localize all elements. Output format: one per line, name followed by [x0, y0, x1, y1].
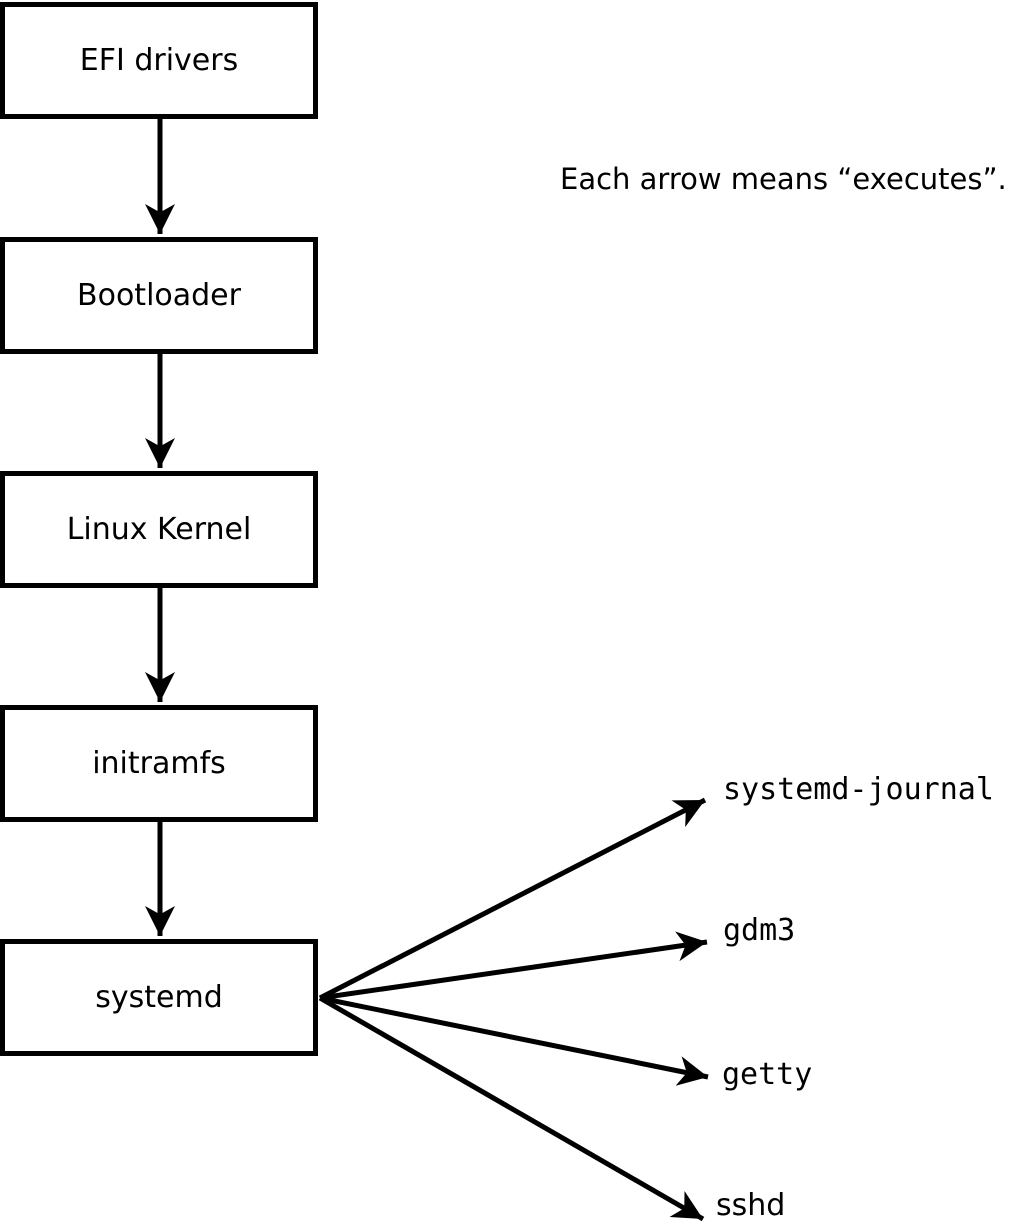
- label-gdm3: gdm3: [723, 913, 796, 948]
- arrow-systemd-to-sshd: [318, 995, 705, 1222]
- node-bootloader-label: Bootloader: [77, 278, 241, 313]
- label-getty: getty: [722, 1057, 813, 1092]
- node-systemd: systemd: [0, 939, 318, 1056]
- node-systemd-label: systemd: [95, 980, 223, 1015]
- node-efi-drivers: EFI drivers: [0, 2, 318, 119]
- node-initramfs: initramfs: [0, 705, 318, 822]
- node-efi-drivers-label: EFI drivers: [79, 43, 239, 78]
- annotation-text: Each arrow means “executes”.: [560, 162, 1007, 196]
- node-linux-kernel: Linux Kernel: [0, 471, 318, 588]
- arrow-systemd-to-journal: [318, 797, 707, 1001]
- arrow-systemd-to-gdm3: [319, 931, 708, 1001]
- node-linux-kernel-label: Linux Kernel: [66, 512, 252, 547]
- node-initramfs-label: initramfs: [92, 746, 226, 781]
- label-sshd: sshd: [716, 1188, 786, 1223]
- arrow-systemd-to-getty: [319, 995, 709, 1086]
- label-systemd-journal: systemd-journal: [723, 772, 994, 807]
- node-bootloader: Bootloader: [0, 237, 318, 354]
